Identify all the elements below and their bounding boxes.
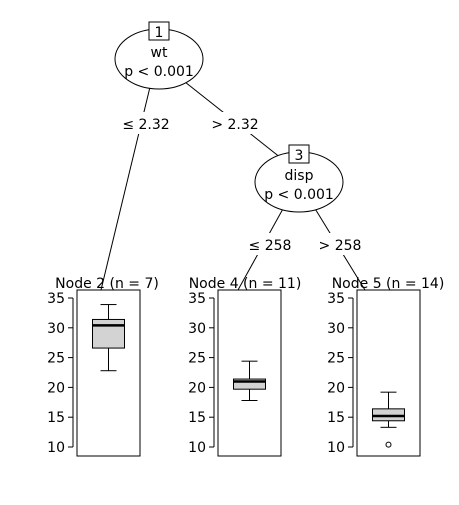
y-tick-label-node-5: 35 <box>327 291 345 307</box>
y-tick-label-node-2: 25 <box>47 351 65 367</box>
inner-node-1: wt p < 0.001 1 <box>114 21 204 90</box>
y-tick-label-node-4: 15 <box>188 410 206 426</box>
y-tick-label-node-5: 30 <box>327 321 345 337</box>
y-tick-label-node-2: 20 <box>47 380 65 396</box>
edge-label-1-3: > 2.32 <box>207 112 263 134</box>
svg-text:> 2.32: > 2.32 <box>211 117 258 133</box>
edge-label-1-2: ≤ 2.32 <box>118 112 174 134</box>
y-tick-label-node-5: 10 <box>327 440 345 456</box>
y-tick-label-node-5: 25 <box>327 351 345 367</box>
y-tick-label-node-4: 30 <box>188 321 206 337</box>
outlier-point-node-5 <box>385 441 392 448</box>
svg-text:> 258: > 258 <box>319 238 362 254</box>
terminal-title-node-5: Node 5 (n = 14) <box>332 276 445 292</box>
boxplot-panel-node-5 <box>356 289 421 457</box>
node-3-pvalue: p < 0.001 <box>264 187 334 203</box>
y-tick-label-node-2: 15 <box>47 410 65 426</box>
iqr-box-node-2 <box>92 318 125 349</box>
y-tick-label-node-2: 35 <box>47 291 65 307</box>
node-1-variable: wt <box>151 45 168 61</box>
y-tick-label-node-5: 20 <box>327 380 345 396</box>
node-1-pvalue: p < 0.001 <box>124 64 194 80</box>
y-tick-label-node-5: 15 <box>327 410 345 426</box>
y-tick-label-node-2: 10 <box>47 440 65 456</box>
edge-label-3-4: ≤ 258 <box>245 233 295 255</box>
node-3-id: 3 <box>295 148 304 164</box>
boxplot-panels: 10 15 20 25 30 35 10 15 20 25 30 35 10 15 20 25 30 35 <box>47 289 421 457</box>
iqr-box-node-4 <box>233 378 266 390</box>
terminal-title-node-4: Node 4 (n = 11) <box>189 276 302 292</box>
y-tick-label-node-4: 25 <box>188 351 206 367</box>
y-tick-label-node-4: 10 <box>188 440 206 456</box>
inner-node-3: disp p < 0.001 3 <box>254 144 344 213</box>
svg-text:≤ 258: ≤ 258 <box>249 238 292 254</box>
y-tick-label-node-4: 35 <box>188 291 206 307</box>
node-3-variable: disp <box>285 168 314 184</box>
svg-text:≤ 2.32: ≤ 2.32 <box>122 117 169 133</box>
edge-label-3-5: > 258 <box>315 233 365 255</box>
y-tick-label-node-4: 20 <box>188 380 206 396</box>
terminal-title-node-2: Node 2 (n = 7) <box>55 276 159 292</box>
y-tick-label-node-2: 30 <box>47 321 65 337</box>
node-1-id: 1 <box>155 25 164 41</box>
